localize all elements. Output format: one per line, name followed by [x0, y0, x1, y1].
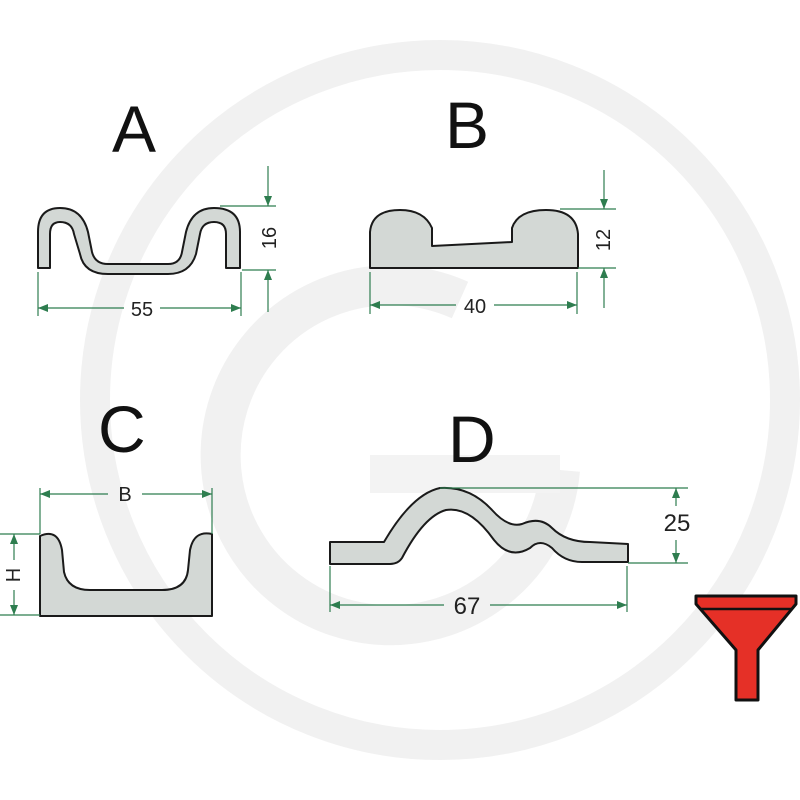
funnel-icon: [694, 594, 798, 702]
profile-d: D 67 25: [329, 402, 691, 620]
profile-d-width: 67: [454, 593, 481, 620]
profile-c-shape: [39, 532, 213, 617]
profile-d-height: 25: [664, 510, 691, 537]
profile-b: B 40 12: [369, 88, 616, 318]
profile-a-label: A: [112, 92, 156, 166]
profile-c: C B H: [0, 392, 213, 617]
profile-c-label: C: [98, 392, 146, 466]
profile-a-shape: [37, 207, 241, 275]
profile-c-height: H: [3, 568, 25, 582]
profile-d-label: D: [448, 402, 496, 476]
profile-c-width: B: [118, 484, 131, 506]
profile-a: A 55 16: [37, 92, 281, 321]
profile-b-label: B: [445, 88, 489, 162]
profile-b-shape: [369, 209, 579, 269]
profile-d-shape: [329, 486, 629, 565]
profile-b-width: 40: [464, 296, 486, 318]
profile-a-width: 55: [131, 299, 153, 321]
profile-a-height: 16: [259, 227, 281, 249]
g-logo-watermark: [80, 40, 800, 760]
profile-b-height: 12: [593, 229, 615, 251]
